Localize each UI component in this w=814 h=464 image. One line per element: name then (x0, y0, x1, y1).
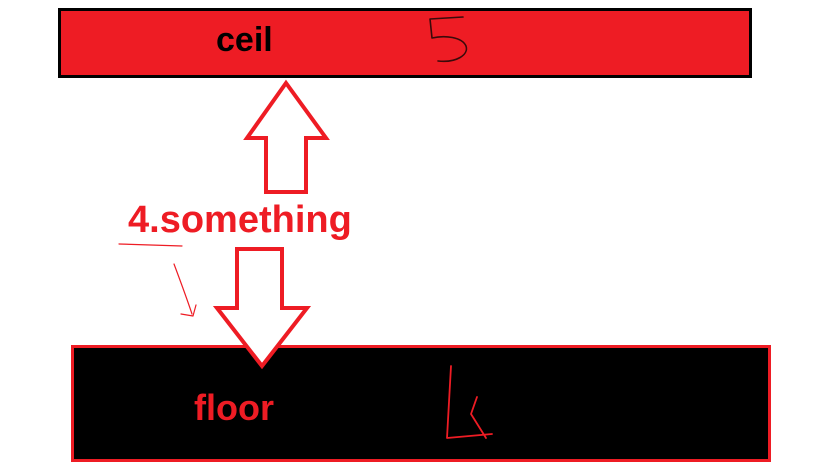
up-arrow-icon (243, 79, 330, 194)
ceil-label: ceil (216, 21, 273, 59)
ceil-bar (58, 8, 752, 78)
floor-label: floor (194, 387, 274, 428)
middle-value-label: 4.something (128, 199, 352, 241)
floor-bar (71, 345, 771, 462)
handwritten-pointer-mark (118, 243, 197, 317)
